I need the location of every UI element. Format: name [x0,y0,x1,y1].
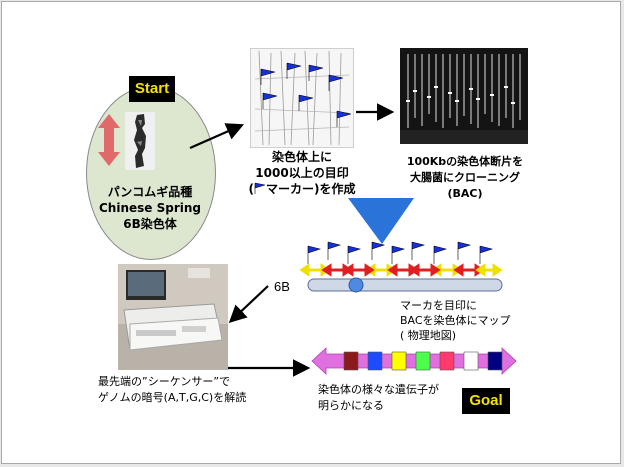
sequencer-label: 最先端の”シーケンサー”で ゲノムの暗号(A,T,G,C)を解読 [98,374,278,406]
markers-line-1: 染色体上に [271,150,332,164]
wheat-line-1: パンコムギ品種 [107,185,193,199]
gel-image [400,48,528,144]
flag-icon [254,182,266,194]
markers-line-3: ( マーカー)を作成 [244,181,360,197]
sequencer-line-2: ゲノムの暗号(A,T,G,C)を解読 [98,391,247,404]
wheat-line-3: 6B染色体 [123,217,177,231]
map-line-1: マーカを目印に [400,299,477,312]
wheat-label: パンコムギ品種 Chinese Spring 6B染色体 [94,184,206,232]
markers-label: 染色体上に 1000以上の目印 ( マーカー)を作成 [244,149,360,197]
map-line-2: BACを染色体にマップ [400,314,511,327]
markers-paren: ( [248,182,254,196]
map-label: マーカを目印に BACを染色体にマップ ( 物理地図) [400,298,560,343]
chromosome-6b-label: 6B [274,279,290,294]
wheat-line-2: Chinese Spring [99,201,201,215]
goal-badge: Goal [462,388,510,414]
bac-line-1: 100Kbの染色体断片を [406,155,524,168]
bac-line-2: 大腸菌にクローニング [410,171,520,184]
genes-label: 染色体の様々な遺伝子が 明らかになる [318,382,468,414]
marker-image [250,48,354,148]
start-badge: Start [129,76,175,102]
genes-line-2: 明らかになる [318,399,384,412]
bac-line-3: (BAC) [447,187,483,200]
map-line-3: ( 物理地図) [400,329,457,342]
genes-line-1: 染色体の様々な遺伝子が [318,383,439,396]
markers-suffix: マーカー)を作成 [265,182,356,196]
bac-label: 100Kbの染色体断片を 大腸菌にクローニング (BAC) [390,154,540,202]
markers-line-2: 1000以上の目印 [255,166,349,180]
chromosome-image [125,112,155,170]
sequencer-line-1: 最先端の”シーケンサー”で [98,375,231,388]
sequencer-image [118,264,228,370]
